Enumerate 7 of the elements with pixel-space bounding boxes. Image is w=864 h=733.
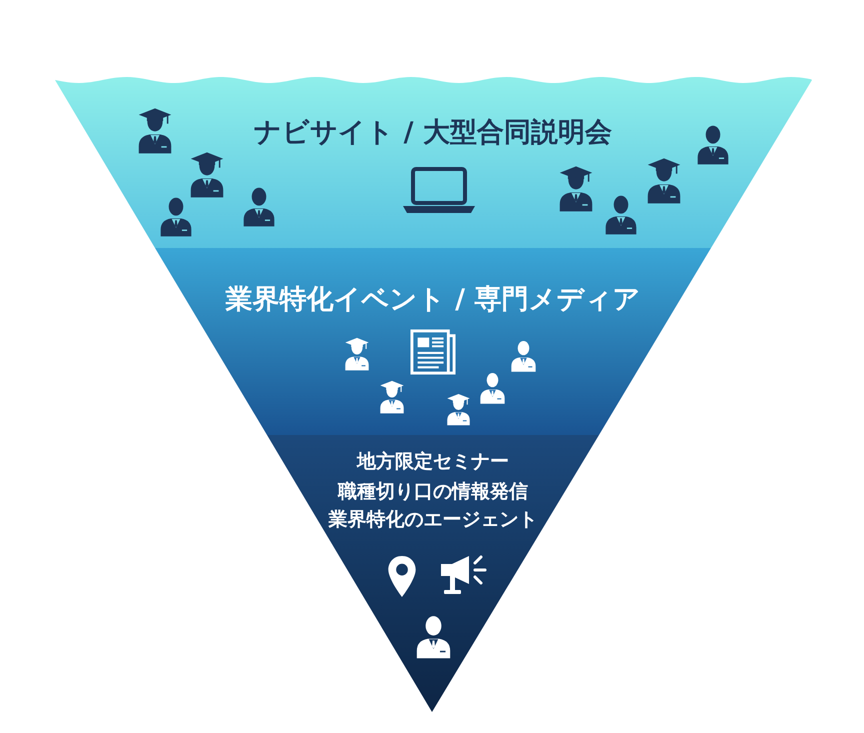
funnel-section xyxy=(267,435,599,712)
list-item: 地方限定セミナー xyxy=(357,450,509,474)
section-title: ナビサイト / 大型合同説明会 xyxy=(254,116,612,150)
section-title: 業界特化イベント / 専門メディア xyxy=(226,284,640,316)
list-item: 職種切り口の情報発信 xyxy=(338,480,528,504)
list-item: 業界特化のエージェント xyxy=(328,508,538,532)
funnel-section xyxy=(155,248,711,435)
